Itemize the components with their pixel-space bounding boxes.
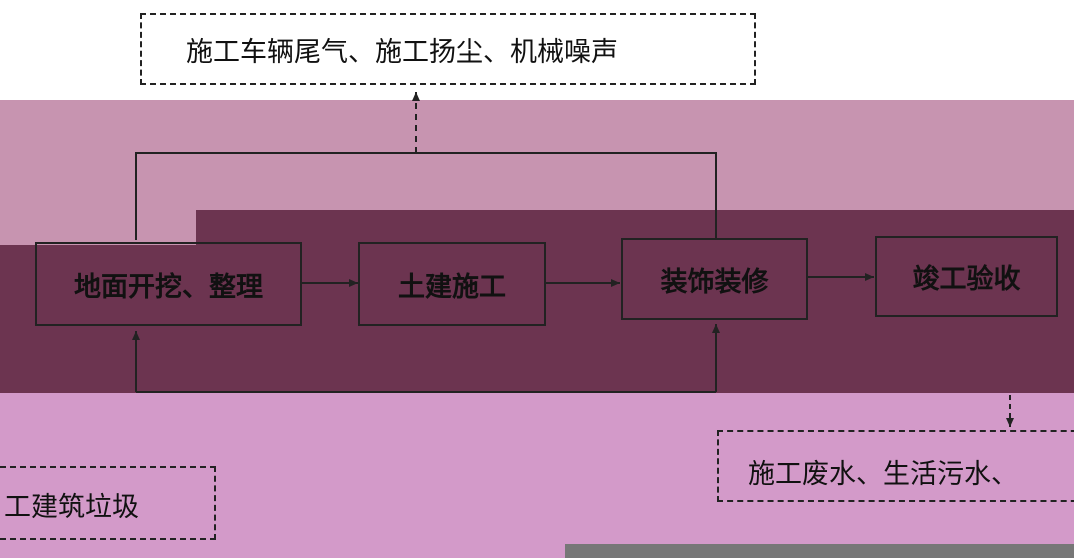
bottom-background-band [0, 393, 1074, 558]
civil-construction-step-box: 土建施工 [358, 242, 546, 326]
decoration-step-box: 装饰装修 [621, 238, 808, 320]
civil-construction-step-label: 土建施工 [398, 271, 506, 303]
middle-band-light-patch [0, 210, 196, 245]
wastewater-impact-text: 施工废水、生活污水、 [748, 459, 1018, 490]
decoration-step-label: 装饰装修 [660, 266, 769, 298]
bottom-gray-strip [565, 544, 1074, 558]
acceptance-step-box: 竣工验收 [875, 236, 1058, 317]
top-bracket-line [135, 152, 717, 240]
wastewater-impact-box [717, 430, 1074, 502]
solid-waste-impact-box [0, 466, 216, 540]
air-noise-impact-box [140, 13, 756, 85]
excavation-step-label: 地面开挖、整理 [74, 271, 263, 303]
top-background-band [0, 100, 1074, 210]
air-noise-impact-text: 施工车辆尾气、施工扬尘、机械噪声 [186, 37, 618, 68]
solid-waste-impact-text: 工建筑垃圾 [4, 492, 139, 523]
acceptance-step-label: 竣工验收 [912, 264, 1021, 295]
excavation-step-box: 地面开挖、整理 [35, 242, 302, 326]
